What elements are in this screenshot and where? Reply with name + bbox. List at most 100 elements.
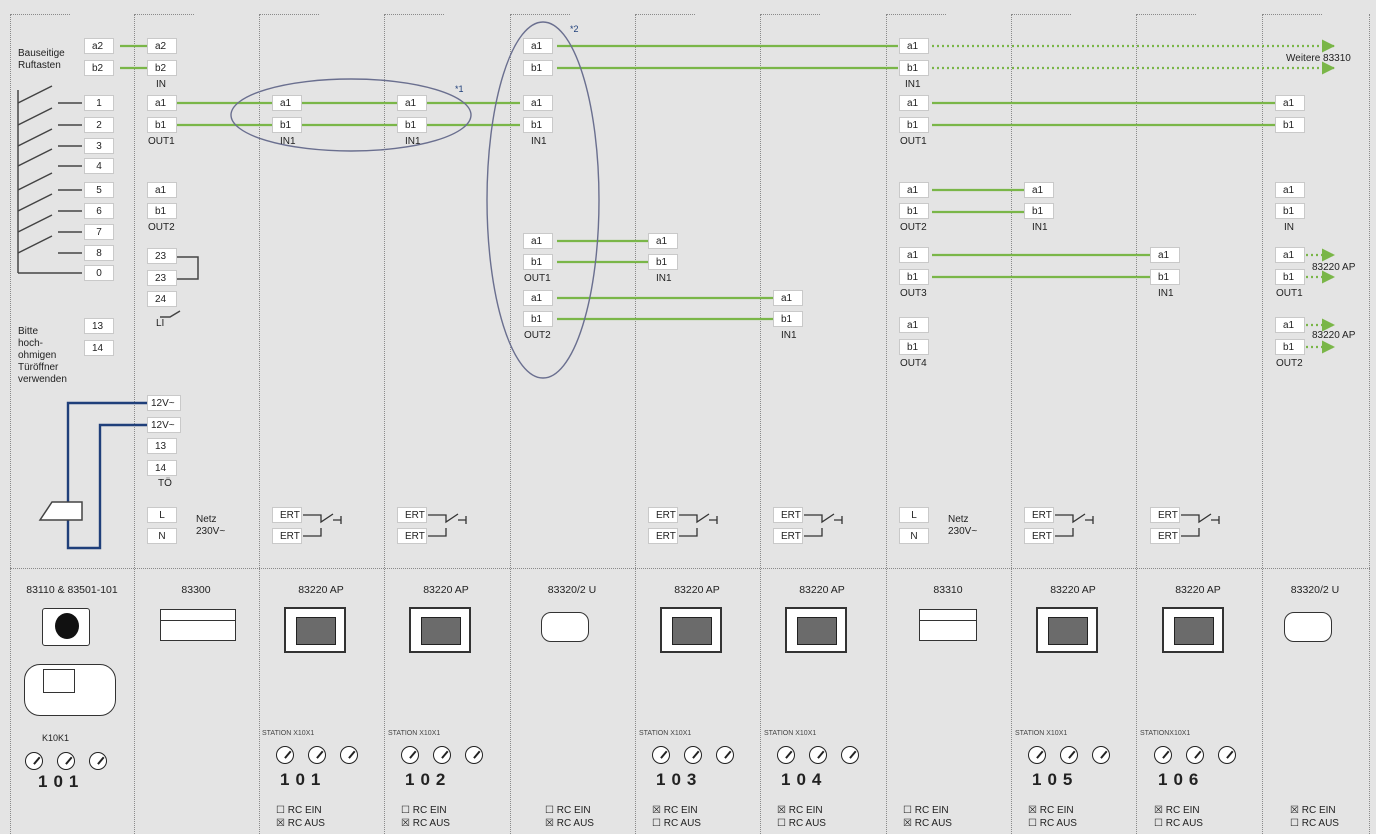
terminal-a1: a1 bbox=[1024, 182, 1054, 198]
column-divider bbox=[10, 14, 11, 834]
note-hoch: hoch- bbox=[18, 338, 44, 349]
label-in1: IN1 bbox=[405, 136, 421, 147]
key-terminal: 0 bbox=[84, 265, 114, 281]
label-out3: OUT3 bbox=[900, 288, 927, 299]
terminal-a1: a1 bbox=[523, 95, 553, 111]
column-cap bbox=[510, 14, 570, 15]
netz-label: Netz bbox=[196, 514, 217, 525]
terminal-a1: a1 bbox=[523, 233, 553, 249]
terminal-a2: a2 bbox=[147, 38, 177, 54]
rc-aus-option: ☐ RC AUS bbox=[1028, 818, 1077, 829]
terminal-a1: a1 bbox=[648, 233, 678, 249]
column-divider bbox=[1262, 14, 1263, 834]
terminal-13: 13 bbox=[147, 438, 177, 454]
terminal-ert: ERT bbox=[773, 528, 803, 544]
terminal-b1: b1 bbox=[523, 311, 553, 327]
terminal-14: 14 bbox=[147, 460, 177, 476]
terminal-l: L bbox=[899, 507, 929, 523]
column-divider bbox=[510, 14, 511, 834]
terminal-13: 13 bbox=[84, 318, 114, 334]
column-cap bbox=[134, 14, 194, 15]
terminal-ert: ERT bbox=[1024, 507, 1054, 523]
terminal-b1: b1 bbox=[397, 117, 427, 133]
label-out4: OUT4 bbox=[900, 358, 927, 369]
model-name: 83300 bbox=[181, 584, 211, 596]
ruftasten-label: Ruftasten bbox=[18, 60, 61, 71]
rotary-switch-icon bbox=[57, 752, 75, 770]
model-name: 83220 AP bbox=[674, 584, 720, 596]
terminal-ert: ERT bbox=[648, 528, 678, 544]
terminal-24: 24 bbox=[147, 291, 177, 307]
ert-switch-symbol bbox=[303, 513, 342, 537]
rc-ein-option: ☐ RC EIN bbox=[903, 805, 949, 816]
column-divider bbox=[1011, 14, 1012, 834]
station-label: STATION X10X1 bbox=[764, 730, 817, 737]
door-opener-icon bbox=[38, 501, 83, 521]
terminal-b1: b1 bbox=[899, 269, 929, 285]
model-name: 83220 AP bbox=[298, 584, 344, 596]
monitor-icon bbox=[1162, 607, 1224, 653]
terminal-n: N bbox=[899, 528, 929, 544]
label-in1: IN1 bbox=[781, 330, 797, 341]
terminal-a1: a1 bbox=[523, 290, 553, 306]
label-in: IN bbox=[156, 79, 166, 90]
rotary-switch-icon bbox=[89, 752, 107, 770]
column-divider bbox=[760, 14, 761, 834]
terminal-ert: ERT bbox=[1024, 528, 1054, 544]
terminal-a1: a1 bbox=[523, 38, 553, 54]
terminal-12v: 12V~ bbox=[147, 417, 181, 433]
door-station-icon bbox=[42, 608, 90, 646]
terminal-a1: a1 bbox=[899, 182, 929, 198]
rotary-switch-icon bbox=[809, 746, 827, 764]
terminal-a1: a1 bbox=[773, 290, 803, 306]
label-in1: IN1 bbox=[656, 273, 672, 284]
station-number: 106 bbox=[1158, 770, 1205, 789]
rc-aus-option: ☐ RC AUS bbox=[652, 818, 701, 829]
terminal-a1: a1 bbox=[147, 95, 177, 111]
rotary-switch-icon bbox=[465, 746, 483, 764]
terminal-14: 14 bbox=[84, 340, 114, 356]
monitor-icon bbox=[284, 607, 346, 653]
highlight-ellipse-1 bbox=[230, 78, 472, 152]
model-name: 83220 AP bbox=[799, 584, 845, 596]
rc-ein-option: ☐ RC EIN bbox=[545, 805, 591, 816]
distributor-icon bbox=[919, 609, 977, 641]
note-ohmigen: ohmigen bbox=[18, 350, 57, 361]
terminal-b1: b1 bbox=[1275, 339, 1305, 355]
terminal-ert: ERT bbox=[272, 507, 302, 523]
key-terminal: 3 bbox=[84, 138, 114, 154]
column-cap bbox=[760, 14, 820, 15]
monitor-icon bbox=[409, 607, 471, 653]
key-terminal: 6 bbox=[84, 203, 114, 219]
column-cap bbox=[1262, 14, 1322, 15]
terminal-b1: b1 bbox=[147, 117, 177, 133]
rc-ein-option: ☒ RC EIN bbox=[777, 805, 823, 816]
key-terminal: 2 bbox=[84, 117, 114, 133]
model-name: 83220 AP bbox=[1050, 584, 1096, 596]
ert-switch-symbol bbox=[679, 513, 718, 537]
target-83220-label: 83220 AP bbox=[1312, 262, 1356, 273]
terminal-ert: ERT bbox=[648, 507, 678, 523]
column-divider bbox=[1136, 14, 1137, 834]
station-label: STATION X10X1 bbox=[639, 730, 692, 737]
netz-label: Netz bbox=[948, 514, 969, 525]
terminal-b1: b1 bbox=[1275, 269, 1305, 285]
voltage-label: 230V~ bbox=[196, 526, 226, 537]
key-terminal: 7 bbox=[84, 224, 114, 240]
terminal-b1: b1 bbox=[773, 311, 803, 327]
model-name: 83320/2 U bbox=[1290, 584, 1340, 596]
terminal-a1: a1 bbox=[899, 38, 929, 54]
rotary-switch-icon bbox=[308, 746, 326, 764]
voltage-label: 230V~ bbox=[948, 526, 978, 537]
rc-ein-option: ☐ RC EIN bbox=[401, 805, 447, 816]
label-in: IN bbox=[1284, 222, 1294, 233]
terminal-a1: a1 bbox=[272, 95, 302, 111]
wire-power-12v bbox=[66, 401, 147, 550]
device-row-divider bbox=[10, 568, 1370, 569]
terminal-b1: b1 bbox=[899, 60, 929, 76]
rotary-switch-icon bbox=[433, 746, 451, 764]
model-name: 83110 & 83501-101 bbox=[26, 584, 118, 596]
note-verwenden: verwenden bbox=[18, 374, 67, 385]
terminal-b1: b1 bbox=[1150, 269, 1180, 285]
ert-switch-symbol bbox=[1055, 513, 1094, 537]
